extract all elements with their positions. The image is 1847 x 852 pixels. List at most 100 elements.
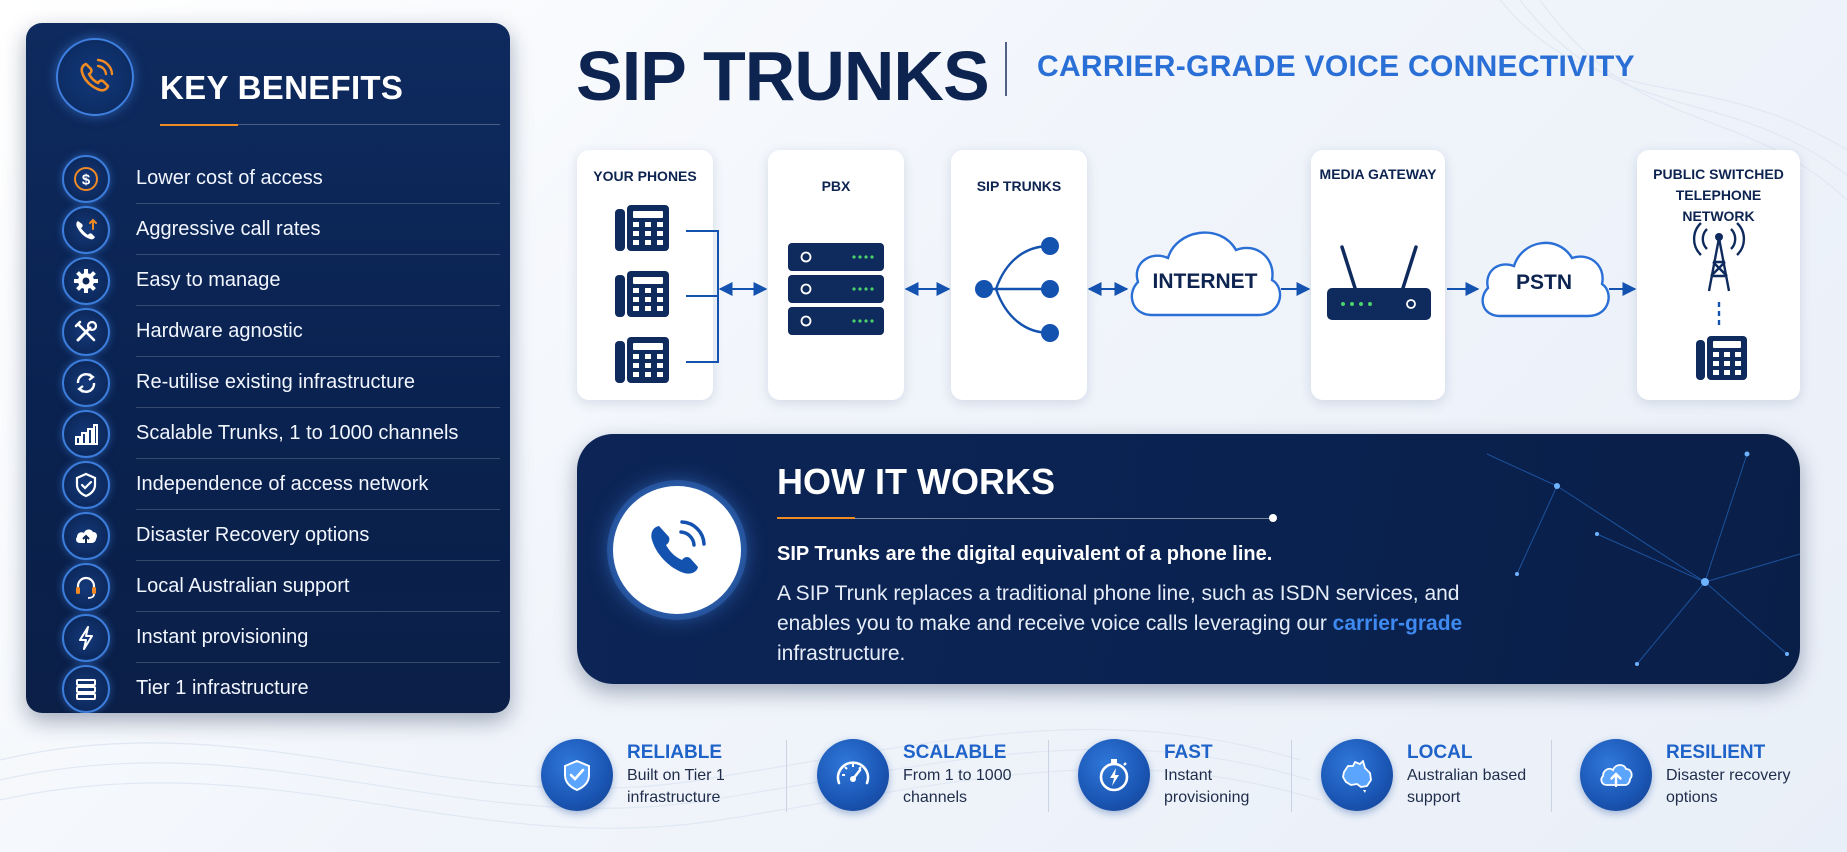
feature-local: LOCAL Australian based support xyxy=(1321,738,1526,812)
desk-phone-icon xyxy=(615,205,669,383)
svg-text:$: $ xyxy=(82,171,91,188)
feature-title: RELIABLE xyxy=(627,742,722,763)
feature-desc-line1: Built on Tier 1 xyxy=(627,767,725,784)
title-accent-line xyxy=(160,124,238,126)
benefit-item: Instant provisioning xyxy=(62,612,500,663)
cell-tower-icon xyxy=(1692,222,1747,380)
feature-resilient: RESILIENT Disaster recovery options xyxy=(1580,738,1790,812)
benefit-item: Aggressive call rates xyxy=(62,204,500,255)
benefit-item: Disaster Recovery options xyxy=(62,510,500,561)
shield-check-icon xyxy=(541,739,613,811)
server-rack-icon xyxy=(788,243,884,335)
feature-separator xyxy=(1551,740,1552,812)
cloud-upload-icon xyxy=(1580,739,1652,811)
feature-title: FAST xyxy=(1164,742,1213,763)
benefit-item: Tier 1 infrastructure xyxy=(62,663,500,713)
how-it-works-body: A SIP Trunk replaces a traditional phone… xyxy=(777,579,1477,669)
benefit-label: Easy to manage xyxy=(136,255,500,306)
shield-check-icon xyxy=(62,460,110,509)
benefit-item: Re-utilise existing infrastructure xyxy=(62,357,500,408)
benefit-item: Easy to manage xyxy=(62,255,500,306)
benefit-label: Instant provisioning xyxy=(136,612,500,663)
cloud-upload-icon xyxy=(62,511,110,560)
node-label: YOUR PHONES xyxy=(593,168,697,184)
benefit-item: Hardware agnostic xyxy=(62,306,500,357)
gear-icon xyxy=(62,256,110,305)
headset-icon xyxy=(62,562,110,611)
speedometer-icon xyxy=(817,739,889,811)
feature-reliable: RELIABLE Built on Tier 1 infrastructure xyxy=(541,738,725,812)
network-glow-decoration xyxy=(1486,451,1800,666)
benefit-label: Re-utilise existing infrastructure xyxy=(136,357,500,408)
feature-desc-line2: provisioning xyxy=(1164,789,1250,806)
benefit-label: Lower cost of access xyxy=(136,153,500,204)
how-it-works-panel: HOW IT WORKS SIP Trunks are the digital … xyxy=(577,434,1800,684)
node-sip-trunks: SIP TRUNKS xyxy=(951,150,1087,400)
dollar-icon: $ xyxy=(62,154,110,203)
benefit-item: Independence of access network xyxy=(62,459,500,510)
phone-icon xyxy=(56,38,134,116)
body-text: A SIP Trunk replaces a traditional phone… xyxy=(777,582,1460,635)
feature-title: LOCAL xyxy=(1407,742,1473,763)
pstn-label: PSTN xyxy=(1515,271,1572,294)
cloud-icon xyxy=(1481,241,1610,318)
node-label: PBX xyxy=(821,178,851,194)
feature-separator xyxy=(1291,740,1292,812)
key-benefits-panel: KEY BENEFITS $ Lower cost of access Aggr… xyxy=(26,23,510,713)
benefit-label: Independence of access network xyxy=(136,459,500,510)
feature-desc-line1: Instant xyxy=(1164,767,1213,784)
internet-label: INTERNET xyxy=(1152,270,1258,293)
node-your-phones: YOUR PHONES xyxy=(577,150,713,400)
node-label: SIP TRUNKS xyxy=(976,178,1062,194)
how-it-works-lead: SIP Trunks are the digital equivalent of… xyxy=(777,543,1273,565)
body-text-end: infrastructure. xyxy=(777,642,906,665)
title-divider-line xyxy=(238,124,500,125)
how-accent-line xyxy=(777,517,855,519)
node-media-gateway: MEDIA GATEWAY xyxy=(1311,150,1445,400)
feature-fast: FAST Instant provisioning xyxy=(1078,738,1249,812)
how-divider-dot xyxy=(1269,514,1277,522)
australia-map-icon xyxy=(1321,739,1393,811)
feature-title: RESILIENT xyxy=(1666,742,1766,763)
benefit-label: Local Australian support xyxy=(136,561,500,612)
benefit-label: Hardware agnostic xyxy=(136,306,500,357)
server-icon xyxy=(62,664,110,713)
key-benefits-title: KEY BENEFITS xyxy=(160,69,404,106)
feature-desc-line1: Disaster recovery xyxy=(1666,767,1791,784)
carrier-grade-highlight: carrier-grade xyxy=(1332,612,1463,635)
phone-rate-icon xyxy=(62,205,110,254)
feature-separator xyxy=(1048,740,1049,812)
feature-desc-line2: infrastructure xyxy=(627,789,721,806)
phone-icon xyxy=(613,486,741,614)
cloud-icon xyxy=(1130,231,1282,317)
feature-desc-line2: channels xyxy=(903,789,968,806)
page-title: SIP TRUNKS xyxy=(576,37,990,115)
node-public-switched-telephone-network: PUBLIC SWITCHED TELEPHONE NETWORK xyxy=(1637,150,1800,400)
bar-chart-icon xyxy=(62,409,110,458)
feature-title: SCALABLE xyxy=(903,742,1007,763)
how-divider-line xyxy=(855,518,1270,519)
benefit-label: Scalable Trunks, 1 to 1000 channels xyxy=(136,408,500,459)
benefit-item: Scalable Trunks, 1 to 1000 channels xyxy=(62,408,500,459)
feature-separator xyxy=(786,740,787,812)
how-it-works-title: HOW IT WORKS xyxy=(777,461,1055,502)
recycle-icon xyxy=(62,358,110,407)
title-divider xyxy=(1005,42,1007,96)
router-icon xyxy=(1327,245,1431,320)
benefit-label: Tier 1 infrastructure xyxy=(136,677,309,699)
benefit-label: Disaster Recovery options xyxy=(136,510,500,561)
node-label: MEDIA GATEWAY xyxy=(1319,166,1437,182)
benefit-label: Aggressive call rates xyxy=(136,204,500,255)
node-pbx: PBX xyxy=(768,150,904,400)
feature-desc-line2: support xyxy=(1407,789,1461,806)
feature-desc-line1: Australian based xyxy=(1407,767,1527,784)
tools-icon xyxy=(62,307,110,356)
branch-network-icon xyxy=(975,237,1059,342)
stopwatch-lightning-icon xyxy=(1078,739,1150,811)
benefit-item: Local Australian support xyxy=(62,561,500,612)
feature-desc-line2: options xyxy=(1666,789,1718,806)
lightning-icon xyxy=(62,613,110,662)
feature-desc-line1: From 1 to 1000 xyxy=(903,767,1012,784)
benefit-item: $ Lower cost of access xyxy=(62,153,500,204)
